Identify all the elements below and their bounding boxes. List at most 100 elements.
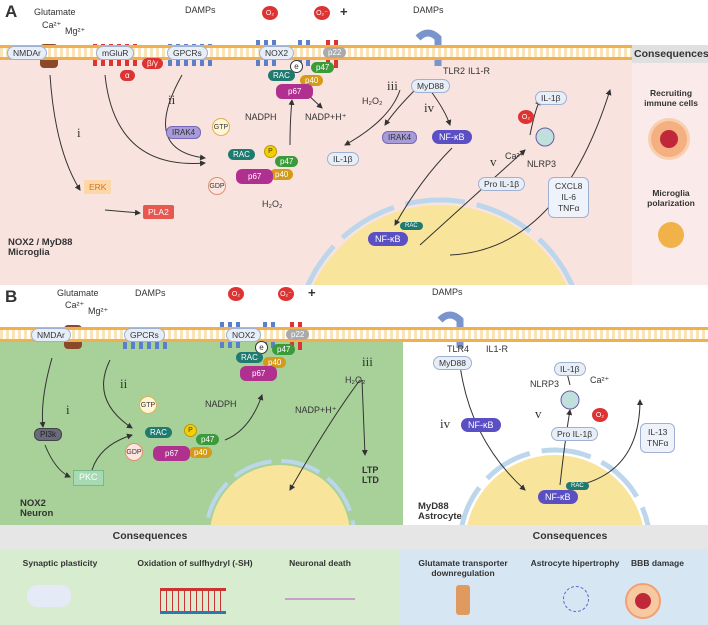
rac-membrane-b: RAC [236,352,263,363]
myd88-label-b: MyD88 [433,356,472,370]
pathway-v-b: v [535,406,542,421]
p40-cytosol: p40 [270,169,294,180]
p67-cytosol-b: p67 [153,446,191,461]
superoxide-molecule: O₂⁻ [314,6,330,20]
cons-line: polarization [647,198,695,208]
o2-astro: O₂ [592,408,608,422]
il1b-secreted: IL-1β [535,91,567,105]
cons-microglia-polarization: Microglia polarization [634,188,708,208]
nfkb-astro: NF-κB [461,418,501,432]
nfkb-nucleus-b: NF-κB [538,490,578,504]
rac-membrane: RAC [268,70,295,81]
phosphate: P [264,145,277,158]
cons-recruiting-immune-cells: Recruiting immune cells [634,88,708,108]
myd88-label: MyD88 [411,79,450,93]
plus-sign: + [340,4,348,19]
calcium-nlrp3: Ca²⁺ [505,151,525,161]
consequences-right-title: Consequences [532,530,608,542]
cons-header-a [632,45,708,63]
p40-membrane-b: p40 [263,357,287,368]
cons-line: Recruiting [649,88,693,98]
p67-membrane: p67 [276,84,314,99]
ltp-ltd-label: LTP LTD [362,465,379,486]
pathway-iii: iii [387,78,398,93]
irak4-label: IRAK4 [166,126,202,139]
calcium-label-b: Ca²⁺ [65,300,85,310]
neuron-title: NOX2 Neuron [20,498,53,520]
cons-header-bar [0,525,708,549]
cons-neuronal-death: Neuronal death [289,558,351,568]
cytokine-il13: IL-13 [648,427,668,437]
cons-synaptic-plasticity: Synaptic plasticity [22,558,98,568]
cytokine-tnfa-b: TNFα [647,438,669,449]
gdp-b: GDP [125,443,143,461]
electron: e [290,60,303,73]
microglia-nucleus [305,197,575,285]
cons-line: Glutamate transporter [418,558,508,568]
gpcrs-label-b: GPCRs [124,328,165,342]
il1b-cytosol: IL-1β [327,152,359,166]
pathway-iii-b: iii [362,354,373,369]
pathway-iv-b: iv [440,416,451,431]
phosphate-b: P [184,424,197,437]
transporter-icon [456,585,470,615]
g-betagamma: β/γ [142,58,163,69]
pkc-label: PKC [73,470,104,486]
p47-membrane: p47 [311,62,335,73]
membrane-b [0,327,708,342]
il1r-label: IL1-R [468,66,491,76]
microglia-title-line1: NOX2 / MyD88 [8,237,73,248]
nfkb-cytosol: NF-κB [432,130,472,144]
nmdar-label-b: NMDAr [31,328,71,342]
synapse-icon [27,585,71,607]
microglia-title-line2: Microglia [8,247,50,259]
consequences-a-title: Consequences [634,48,708,60]
rac-cytosol: RAC [228,149,255,160]
gtp-b: GTP [139,396,157,414]
damps-label: DAMPs [185,5,216,15]
glutamate-label: Glutamate [34,7,76,17]
il1b-astro: IL-1β [554,362,586,376]
nfkb-nucleus: NF-κB [368,232,408,246]
p40-cytosol-b: p40 [189,447,213,458]
blood-vessel-icon [648,118,690,160]
astrocyte-title: MyD88 Astrocyte [418,501,462,523]
neuron-icon [285,598,355,600]
rac-nucleus: RAC [400,222,423,230]
calcium-astro: Ca²⁺ [590,375,610,385]
consequences-left-title: Consequences [112,530,188,542]
ltd: LTD [362,474,379,485]
cons-line: immune cells [644,98,698,108]
nadp-label-b: NADP+H⁺ [295,405,337,415]
nlrp3-label: NLRP3 [527,159,557,169]
tlr4-label: TLR4 [447,344,470,354]
magnesium-label-b: Mg²⁺ [88,306,109,316]
damps-label-b: DAMPs [135,288,166,298]
irak4-tlr: IRAK4 [382,131,418,144]
pathway-i: i [77,125,81,140]
p67-cytosol: p67 [236,169,274,184]
il1r-label-b: IL1-R [486,344,509,354]
pathway-iv: iv [424,100,435,115]
mglur-label: mGluR [96,46,135,60]
tlr4-receptor [437,311,464,348]
o2-molecule: O₂ [262,6,278,20]
dna-oxidation-icon [160,588,226,614]
cons-line: Microglia [652,188,690,198]
damps-tlr: DAMPs [413,5,444,15]
superoxide-b: O₂⁻ [278,287,294,301]
p22-label: p22 [323,47,347,58]
magnesium-label: Mg²⁺ [65,26,86,36]
nadp-label: NADP+H⁺ [305,112,347,122]
neuron-title-line1: NOX2 [20,498,46,509]
p47-cytosol: p47 [275,156,299,167]
damps-astro: DAMPs [432,287,463,297]
glutamate-label-b: Glutamate [57,288,99,298]
nox2-label-b: NOX2 [226,328,262,342]
panel-label-b: B [5,287,18,306]
gtp: GTP [212,118,230,136]
microglia-title: NOX2 / MyD88 Microglia [8,237,73,259]
pla2-label: PLA2 [143,205,174,219]
cons-oxidation-sulfhydryl: Oxidation of sulfhydryl (-SH) [137,558,253,568]
nadph-label-b: NADPH [205,399,237,409]
